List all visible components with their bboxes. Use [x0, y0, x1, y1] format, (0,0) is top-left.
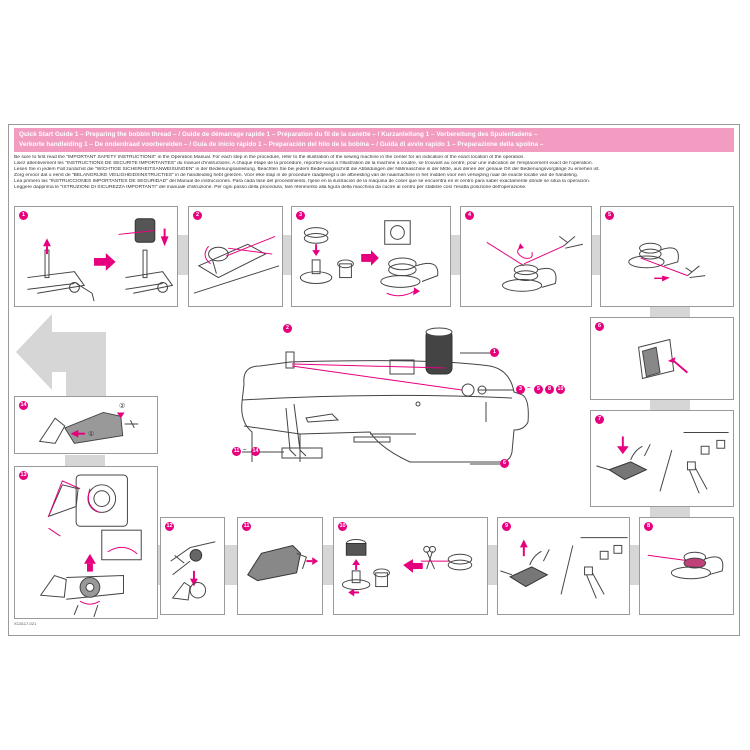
intro-line-it: Leggere dapprima le "ISTRUZIONI DI SICUR… — [14, 184, 527, 190]
step-number-badge: 11 — [242, 522, 251, 531]
intro-text: Be sure to first read the "IMPORTANT SAF… — [14, 155, 734, 190]
connector — [650, 307, 690, 317]
machine-callout-8: 8 — [545, 385, 554, 394]
connector — [225, 545, 237, 585]
step-number-badge: 7 — [595, 415, 604, 424]
power-switch-illustration — [638, 338, 689, 380]
step-11-panel: 11 — [237, 517, 323, 615]
attach-bobbin-case-illustration — [38, 411, 139, 444]
sub-marker-1: ① — [88, 431, 95, 438]
step-12-panel: 12 — [160, 517, 225, 615]
step-10-panel: 10 — [333, 517, 488, 615]
machine-callout-dash: – — [243, 447, 247, 453]
insert-bobbin-illustration — [170, 541, 216, 601]
intro-line-fr: Lisez attentivement les "INSTRUCTIONS DE… — [14, 160, 593, 166]
machine-callout-10: 10 — [556, 385, 565, 394]
document-id: XC8117-021 — [14, 621, 37, 626]
connector — [630, 545, 639, 585]
step-8-panel: 8 — [639, 517, 734, 615]
step-number-badge: 8 — [644, 522, 653, 531]
bobbin-winding-illustration — [647, 551, 724, 580]
direction-arrow-icon — [16, 314, 106, 396]
machine-callout-14: 14 — [251, 447, 260, 456]
connector — [283, 235, 291, 275]
connector — [592, 235, 600, 275]
connector — [65, 455, 105, 467]
step-6-panel: 6 — [590, 317, 734, 400]
title-line-2: Verkorte handleiding 1 – De onderdraad v… — [19, 141, 544, 148]
sub-marker-2: ② — [119, 403, 126, 410]
step-number-badge: 1 — [19, 211, 28, 220]
bobbin-on-winder-illustration — [299, 220, 439, 297]
title-line-1: Quick Start Guide 1 – Preparing the bobb… — [19, 131, 538, 138]
step-14-panel: 14 ① ② — [14, 396, 158, 454]
machine-callout-11: 11 — [232, 447, 241, 456]
sewing-machine-illustration — [241, 327, 529, 465]
machine-callout-1: 1 — [490, 348, 499, 357]
thread-bobbin-case-illustration — [39, 474, 142, 618]
step-1-panel: 1 — [14, 206, 178, 307]
intro-line-en: Be sure to first read the "IMPORTANT SAF… — [14, 155, 525, 160]
cut-remove-bobbin-illustration — [341, 539, 473, 597]
step-number-badge: 6 — [595, 322, 604, 331]
machine-callout-2: 2 — [283, 324, 292, 333]
connector — [650, 400, 690, 410]
connector — [178, 235, 188, 275]
step-4-panel: 4 — [460, 206, 592, 307]
spool-pin-illustration — [27, 218, 174, 302]
machine-callout-range: ~ — [527, 386, 531, 392]
step-7-panel: 7 — [590, 410, 734, 507]
connector — [650, 507, 690, 517]
step-number-badge: 4 — [465, 211, 474, 220]
machine-callout-6: 6 — [500, 459, 509, 468]
machine-callout-5: 5 — [534, 385, 543, 394]
step-3-panel: 3 — [291, 206, 451, 307]
remove-bobbin-case-illustration — [247, 544, 319, 582]
step-number-badge: 12 — [165, 522, 174, 531]
connector — [488, 545, 497, 585]
connector — [323, 545, 333, 585]
machine-callout-3: 3 — [516, 385, 525, 394]
intro-line-de: Lesen Sie in jedem Fall zunächst die "WI… — [14, 166, 600, 172]
title-bar: Quick Start Guide 1 – Preparing the bobb… — [14, 128, 734, 152]
step-number-badge: 10 — [338, 522, 347, 531]
foot-controller-illustration — [596, 432, 729, 494]
step-number-badge: 13 — [19, 471, 28, 480]
step-number-badge: 5 — [605, 211, 614, 220]
step-number-badge: 2 — [193, 211, 202, 220]
intro-line-nl: Zorg ervoor dat u eerst de "BELANGRIJKE … — [14, 172, 579, 178]
step-13-panel: 13 — [14, 466, 158, 619]
step-number-badge: 3 — [296, 211, 305, 220]
thread-guide-illustration — [193, 235, 280, 294]
wind-thread-illustration — [486, 236, 583, 292]
step-9-panel: 9 — [497, 517, 630, 615]
step-2-panel: 2 — [188, 206, 283, 307]
step-number-badge: 14 — [19, 401, 28, 410]
pull-thread-illustration — [628, 242, 706, 282]
step-5-panel: 5 — [600, 206, 734, 307]
intro-line-es: Lea primero las "INSTRUCCIONES IMPORTANT… — [14, 178, 591, 184]
step-number-badge: 9 — [502, 522, 511, 531]
connector — [451, 235, 460, 275]
release-foot-controller-illustration — [500, 537, 628, 599]
